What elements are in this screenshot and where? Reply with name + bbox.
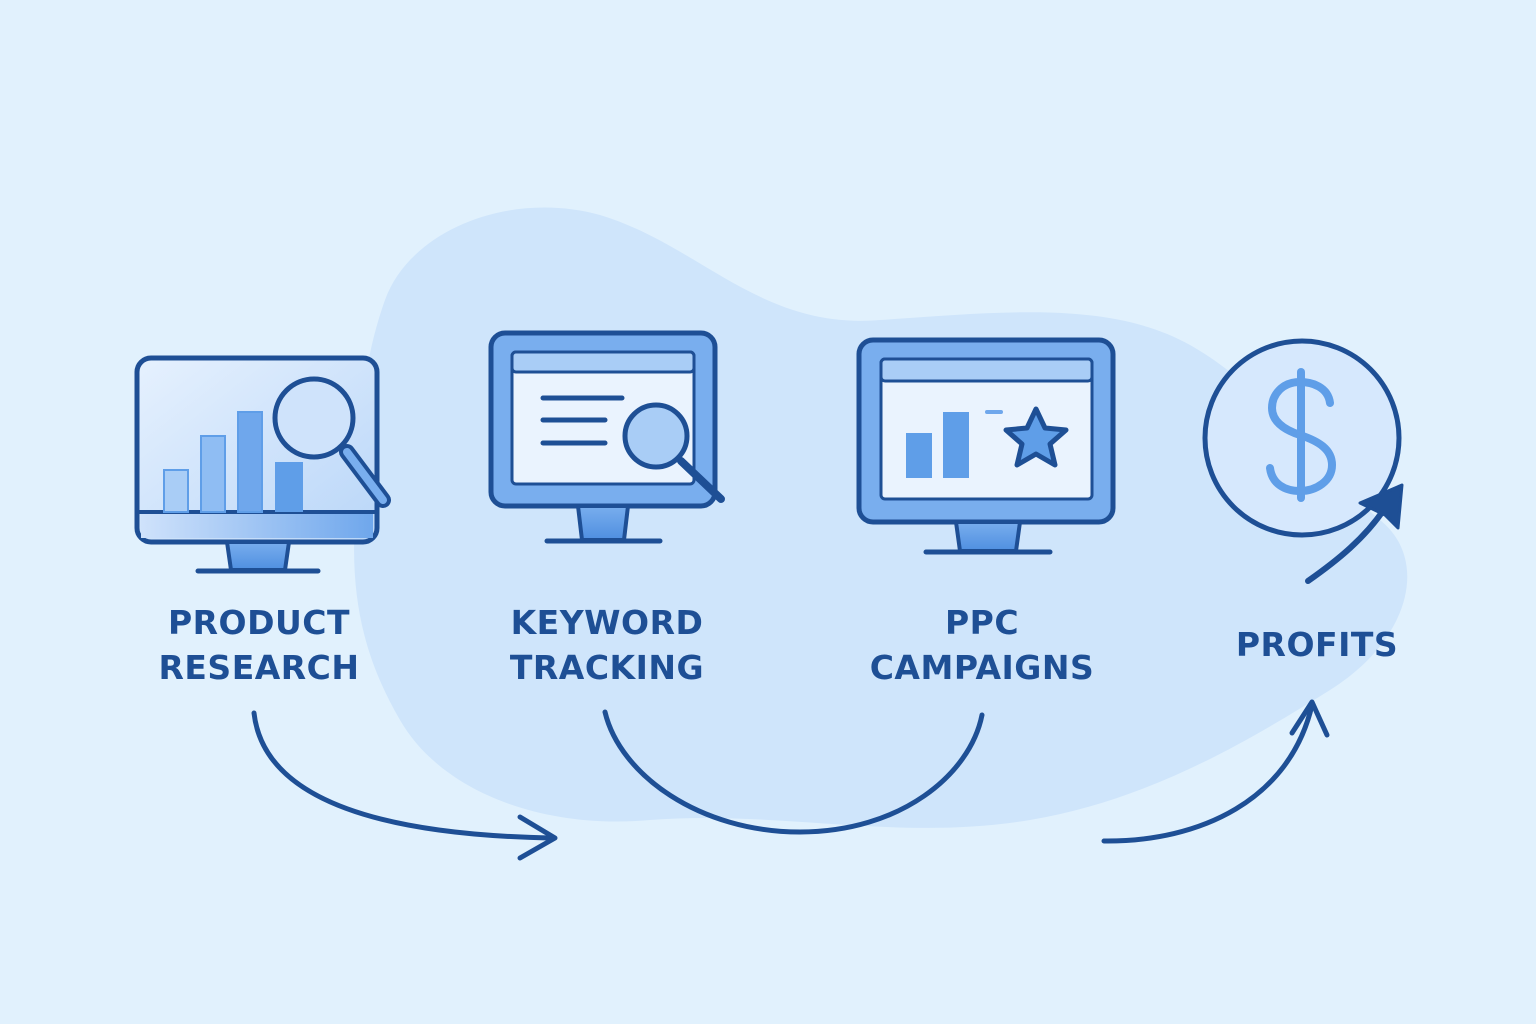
monitor-bar-chart-magnifier-icon bbox=[134, 355, 391, 574]
step-label-line: TRACKING bbox=[509, 648, 705, 687]
step-label-profits: PROFITS bbox=[1147, 622, 1487, 667]
connector-arrow-3 bbox=[1101, 699, 1330, 844]
step-label-ppc-campaigns: PPC CAMPAIGNS bbox=[812, 600, 1152, 690]
step-label-line: PRODUCT bbox=[167, 603, 351, 642]
step-label-line: PROFITS bbox=[1235, 625, 1399, 664]
step-label-line: PPC bbox=[944, 603, 1020, 642]
step-label-line: RESEARCH bbox=[158, 648, 360, 687]
step-label-line: CAMPAIGNS bbox=[869, 648, 1095, 687]
monitor-bar-chart-star-icon bbox=[856, 337, 1116, 555]
dollar-coin-arrow-icon bbox=[1202, 338, 1404, 584]
step-label-product-research: PRODUCT RESEARCH bbox=[89, 600, 429, 690]
step-label-keyword-tracking: KEYWORD TRACKING bbox=[437, 600, 777, 690]
monitor-text-magnifier-icon bbox=[488, 330, 725, 544]
step-label-line: KEYWORD bbox=[510, 603, 704, 642]
connector-arrow-2 bbox=[602, 709, 985, 835]
connector-arrow-1 bbox=[251, 710, 558, 861]
